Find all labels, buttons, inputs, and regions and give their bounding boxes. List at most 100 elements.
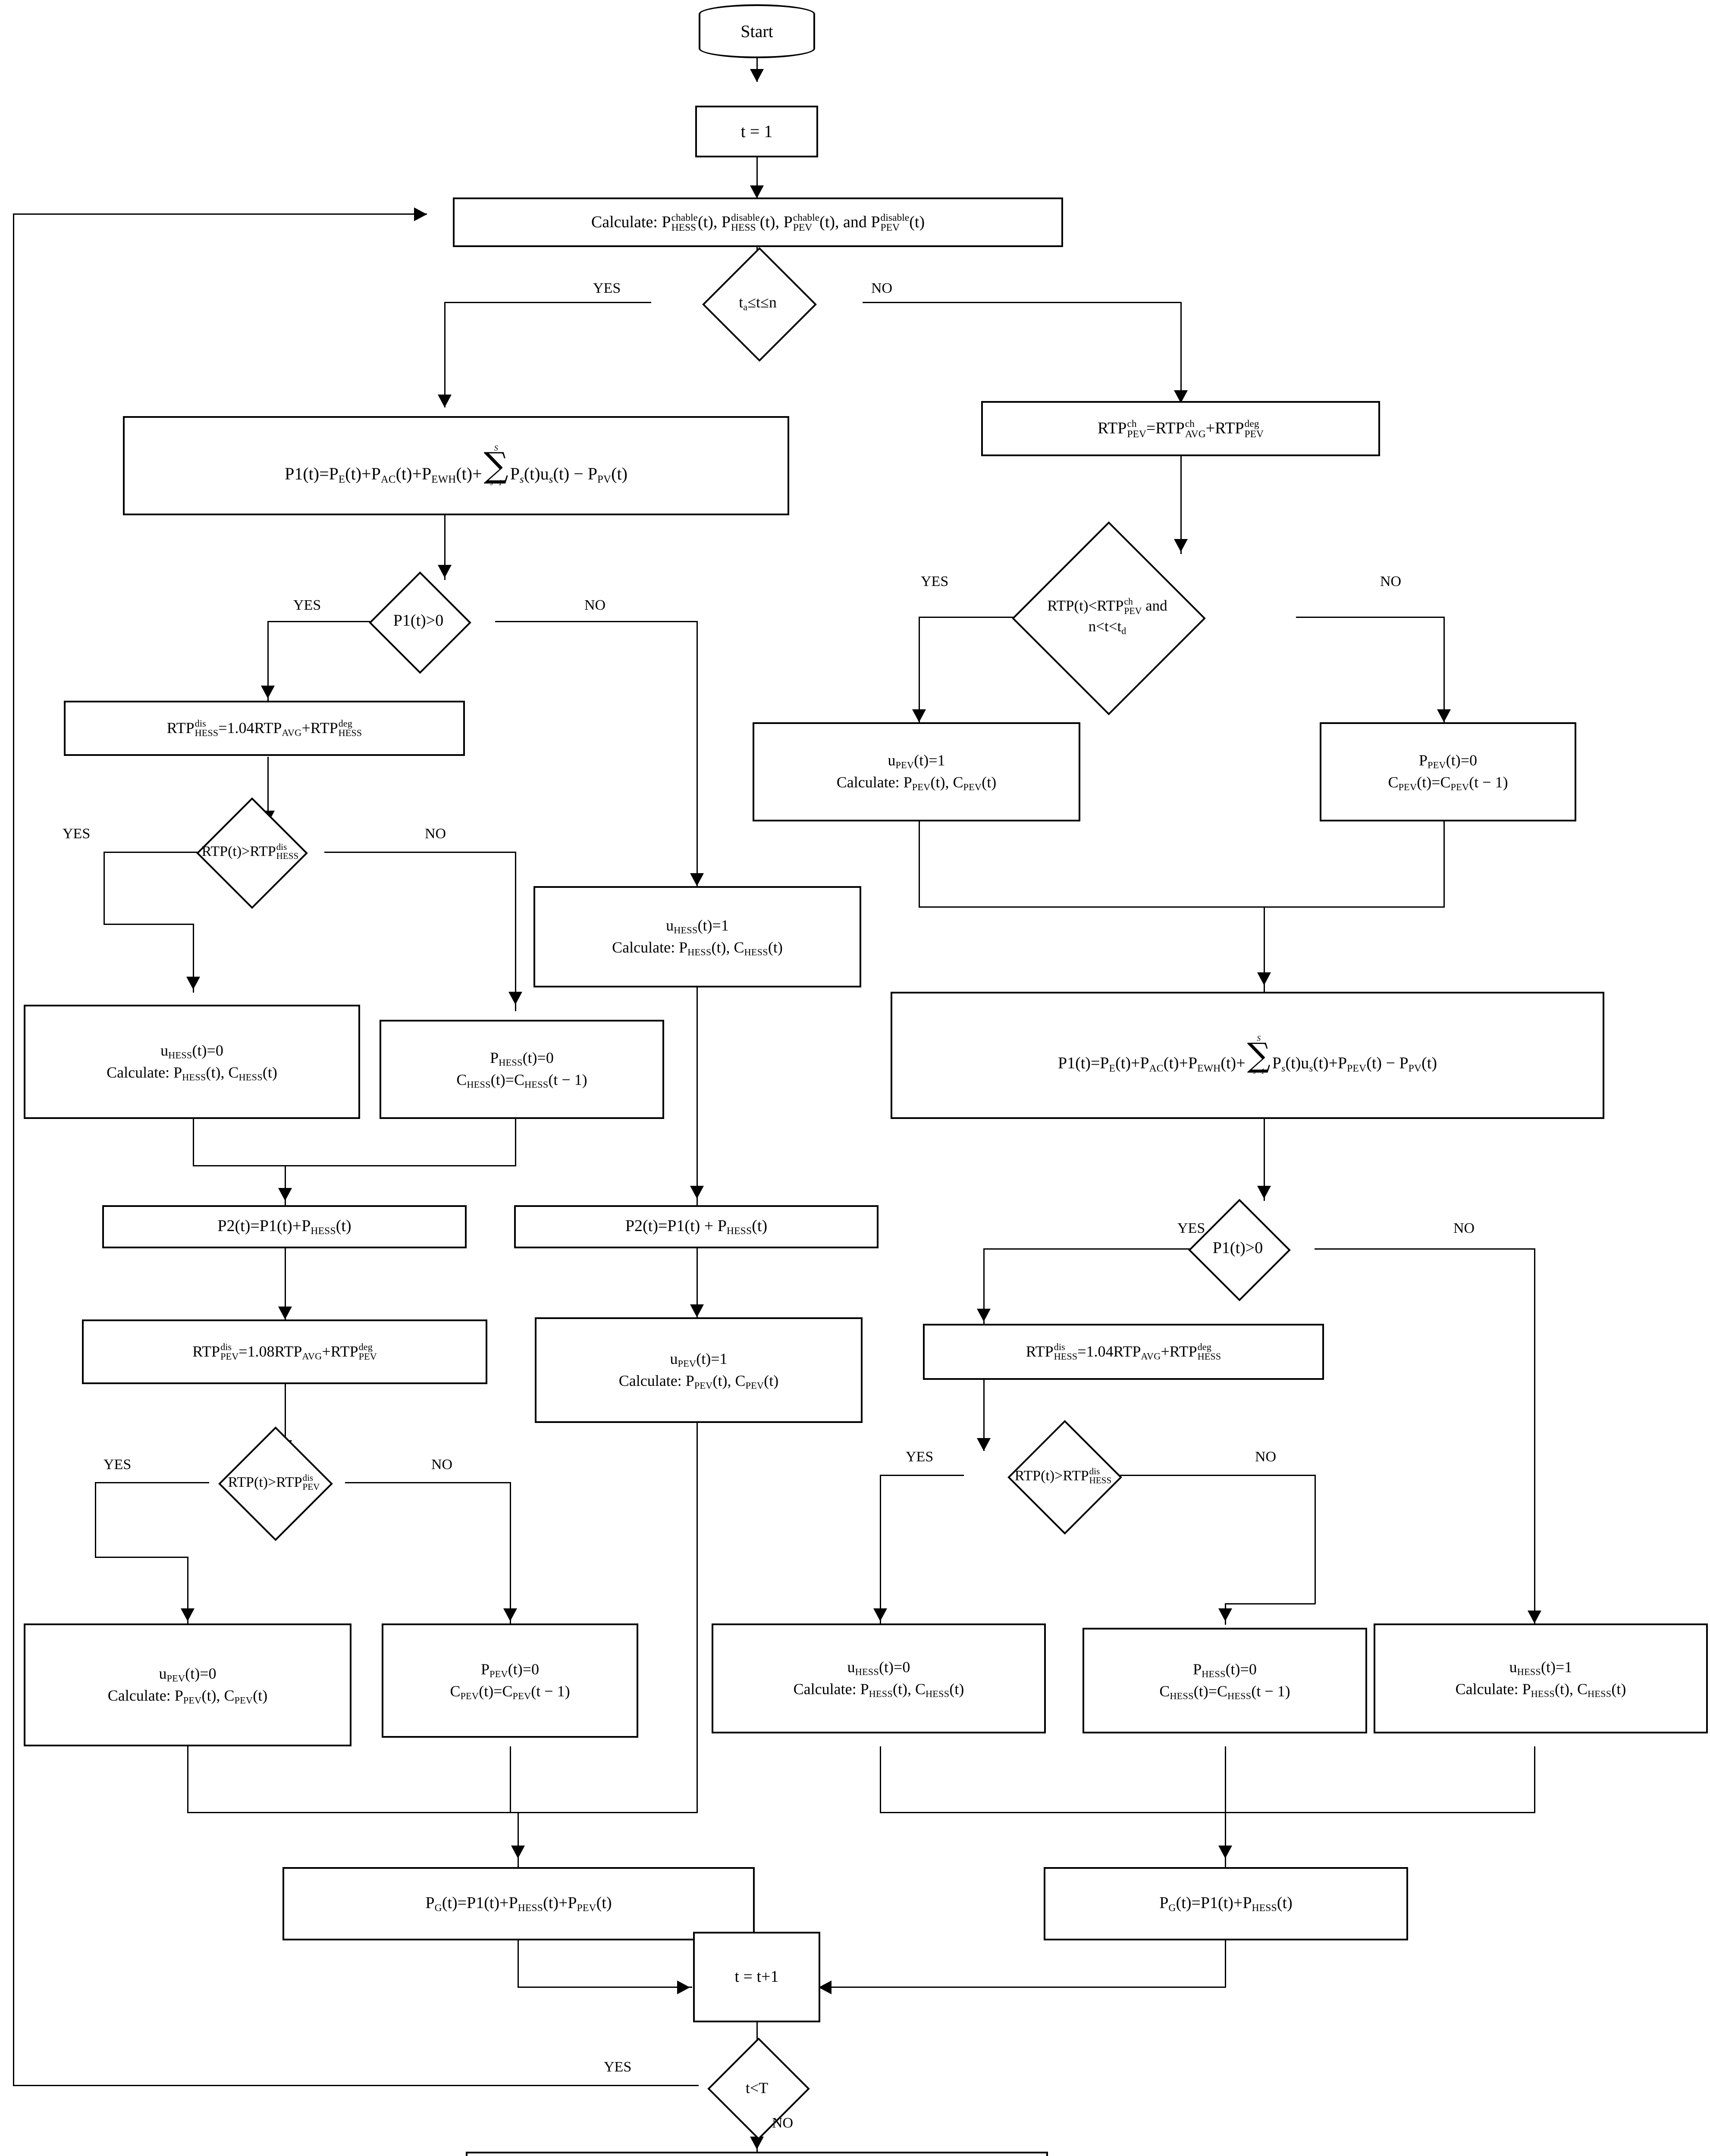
edge-label-no: NO [1255,1449,1277,1465]
p-pev-0-right-node[interactable]: PPEV(t)=0 CPEV(t)=CPEV(t − 1) [1320,722,1576,821]
edge-label-yes: YES [63,826,91,842]
u-hess-1-right-label: uHESS(t)=1 Calculate: PHESS(t), CHESS(t) [1455,1658,1626,1699]
arrow-icon [181,1608,195,1621]
edge-label-no: NO [871,280,893,296]
p-pev-0-left-node[interactable]: PPEV(t)=0 CPEV(t)=CPEV(t − 1) [382,1623,638,1738]
connector [919,906,1445,908]
p2-mid-node[interactable]: P2(t)=P1(t) + PHESS(t) [514,1205,879,1248]
connector [1225,1940,1226,1988]
edge-label-yes: YES [1177,1220,1205,1236]
connector [193,1165,286,1166]
connector [983,1380,985,1451]
connector [193,1119,194,1166]
t-increment-node[interactable]: t = t+1 [693,1932,820,2022]
u-hess-0-left-node[interactable]: uHESS(t)=0 Calculate: PHESS(t), CHESS(t) [24,1005,360,1119]
connector [983,1248,985,1324]
decision-p1-right-node[interactable]: P1(t)>0 [1160,1199,1315,1301]
connector [1225,1603,1315,1604]
edge-label-no: NO [431,1457,453,1473]
arrow-icon [677,1981,690,1994]
connector [919,821,920,908]
arrow-icon [690,1186,704,1199]
connector [1534,1248,1535,1628]
edge-label-no: NO [1453,1220,1475,1236]
connector [187,1812,519,1813]
pg-left-node[interactable]: PG(t)=P1(t)+PHESS(t)+PPEV(t) [282,1867,755,1940]
p2-left-node[interactable]: P2(t)=P1(t)+PHESS(t) [102,1205,467,1248]
edge-label-yes: YES [104,1457,132,1473]
pg-right-node[interactable]: PG(t)=P1(t)+PHESS(t) [1044,1867,1408,1940]
connector [324,852,516,853]
p-pev-0-left-label: PPEV(t)=0 CPEV(t)=CPEV(t − 1) [450,1660,570,1702]
connector [1225,1812,1226,1868]
connector [510,1746,511,1813]
start-node[interactable]: Start [699,4,815,58]
u-hess-1-mid-node[interactable]: uHESS(t)=1 Calculate: PHESS(t), CHESS(t) [533,886,861,987]
arrow-icon [508,992,522,1005]
p-hess-0-mid-node[interactable]: PHESS(t)=0 CHESS(t)=CHESS(t − 1) [380,1020,664,1119]
arrow-icon [511,1846,525,1858]
connector [104,852,105,925]
connector [104,924,194,925]
connector [104,852,211,853]
t-increment-label: t = t+1 [734,1968,779,1986]
u-pev-1-right-node[interactable]: uPEV(t)=1 Calculate: PPEV(t), CPEV(t) [753,722,1080,821]
u-pev-1-mid-node[interactable]: uPEV(t)=1 Calculate: PPEV(t), CPEV(t) [535,1317,863,1423]
connector [193,924,194,993]
connector [518,1987,692,1988]
connector [824,1987,1226,1988]
decision-ta-node[interactable]: ta≤t≤n [652,247,863,362]
arrow-icon [750,69,764,82]
connector [13,213,14,2086]
arrow-icon [438,565,452,578]
arrow-icon [261,686,275,699]
decision-tT-node[interactable]: t<T [694,2037,819,2140]
pg-left-label: PG(t)=P1(t)+PHESS(t)+PPEV(t) [425,1894,612,1914]
arrow-icon [977,1309,991,1322]
connector [495,621,698,622]
arrow-icon [1257,972,1271,985]
connector [1443,821,1445,908]
u-pev-0-left-node[interactable]: uPEV(t)=0 Calculate: PPEV(t), CPEV(t) [24,1623,351,1746]
p-hess-0-right-node[interactable]: PHESS(t)=0 CHESS(t)=CHESS(t − 1) [1082,1628,1367,1733]
arrow-icon [1437,709,1451,722]
u-hess-1-right-node[interactable]: uHESS(t)=1 Calculate: PHESS(t), CHESS(t) [1374,1623,1708,1733]
edge-label-no: NO [425,826,446,842]
connector [187,1557,188,1623]
connector [919,617,920,722]
connector [515,852,516,1011]
u-hess-0-right-node[interactable]: uHESS(t)=0 Calculate: PHESS(t), CHESS(t) [712,1623,1046,1733]
connector [1443,617,1445,722]
connector [345,1482,511,1483]
t-init-node[interactable]: t = 1 [695,106,818,157]
connector [518,1812,519,1868]
connector [1180,455,1182,554]
arrow-icon [873,1608,887,1621]
connector [95,1482,96,1557]
connector [444,302,446,407]
connector [285,1165,286,1206]
connector [697,621,698,888]
decision-p1-left-node[interactable]: P1(t)>0 [341,571,496,674]
connector [518,1940,519,1988]
connector [1225,1746,1226,1813]
start-label: Start [740,21,773,41]
